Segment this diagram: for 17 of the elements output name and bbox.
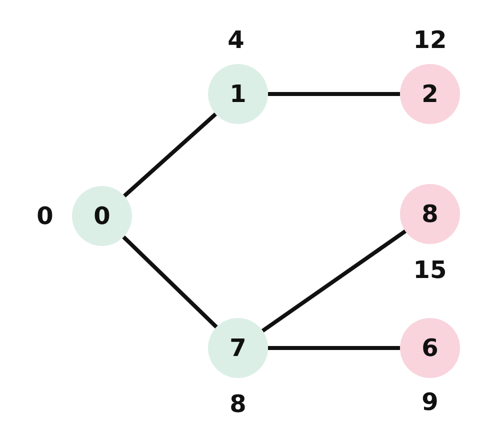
node-circle: 7 — [208, 318, 268, 378]
connector-line — [122, 235, 218, 329]
distance-label: 8 — [228, 389, 248, 420]
distance-label: 4 — [226, 25, 246, 56]
distance-label: 15 — [412, 255, 448, 286]
connector-line — [261, 230, 407, 332]
distance-label: 12 — [412, 25, 448, 56]
node-circle: 0 — [72, 186, 132, 246]
node-circle: 1 — [208, 64, 268, 124]
distance-label: 9 — [420, 387, 440, 418]
connector-line — [268, 346, 400, 350]
node-circle: 8 — [400, 184, 460, 244]
distance-label: 0 — [36, 201, 54, 232]
connector-line — [268, 92, 400, 96]
node-circle: 2 — [400, 64, 460, 124]
node-circle: 6 — [400, 318, 460, 378]
connector-line — [123, 112, 217, 198]
